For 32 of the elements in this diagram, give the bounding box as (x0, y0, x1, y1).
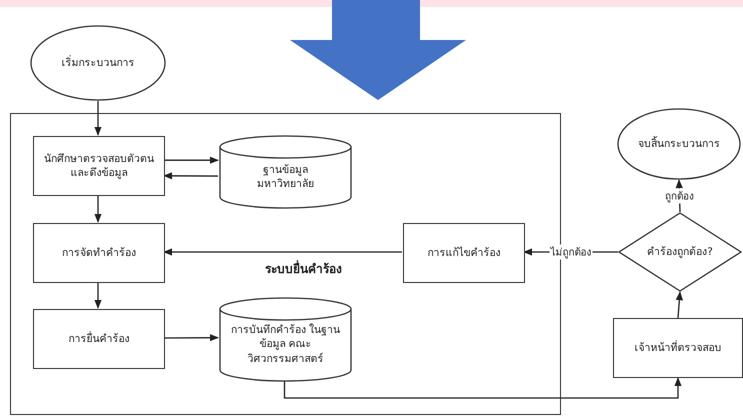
node-label: ฐานข้อมูล มหาวิทยาลัย (256, 162, 315, 192)
node-label: จบสิ้นกระบวนการ (637, 136, 721, 152)
node-label: การจัดทำคำร้อง (61, 246, 137, 260)
edge-label: ไม่ถูกต้อง (550, 244, 592, 260)
node-label: การยื่นคำร้อง (68, 332, 130, 346)
arrow (163, 172, 218, 180)
node-label: เริ่มกระบวนการ (60, 56, 136, 70)
arrow (94, 195, 102, 223)
frame-title: ระบบยื่นคำร้อง (264, 261, 343, 278)
node-label: การบันทึกคำร้อง ในฐานข้อมูล คณะวิศวกรรมศาสตร์ (230, 322, 342, 366)
process-box (613, 318, 743, 378)
arrow (284, 377, 682, 399)
arrow (164, 156, 219, 164)
process-box (33, 309, 165, 369)
arrow (676, 291, 683, 318)
node-label: เจ้าหน้าที่ตรวจสอบ (634, 340, 722, 356)
arrow (94, 282, 102, 309)
process-box (33, 223, 165, 283)
terminator-ellipse (617, 108, 741, 180)
arrow (163, 248, 402, 256)
node-label: การแก้ไขคำร้อง (426, 246, 502, 260)
arrow (94, 101, 102, 136)
decision-diamond (618, 212, 742, 292)
database-cylinder (219, 136, 352, 208)
terminator-ellipse (30, 25, 166, 101)
node-label: นักศึกษาตรวจสอบตัวตน และดึงข้อมูล (43, 152, 155, 180)
edge-label: ถูกต้อง (664, 188, 695, 204)
process-box (33, 136, 165, 196)
database-cylinder (219, 298, 352, 381)
node-label: คำร้องถูกต้อง? (646, 244, 714, 260)
process-box (403, 223, 525, 283)
arrow (164, 334, 219, 342)
